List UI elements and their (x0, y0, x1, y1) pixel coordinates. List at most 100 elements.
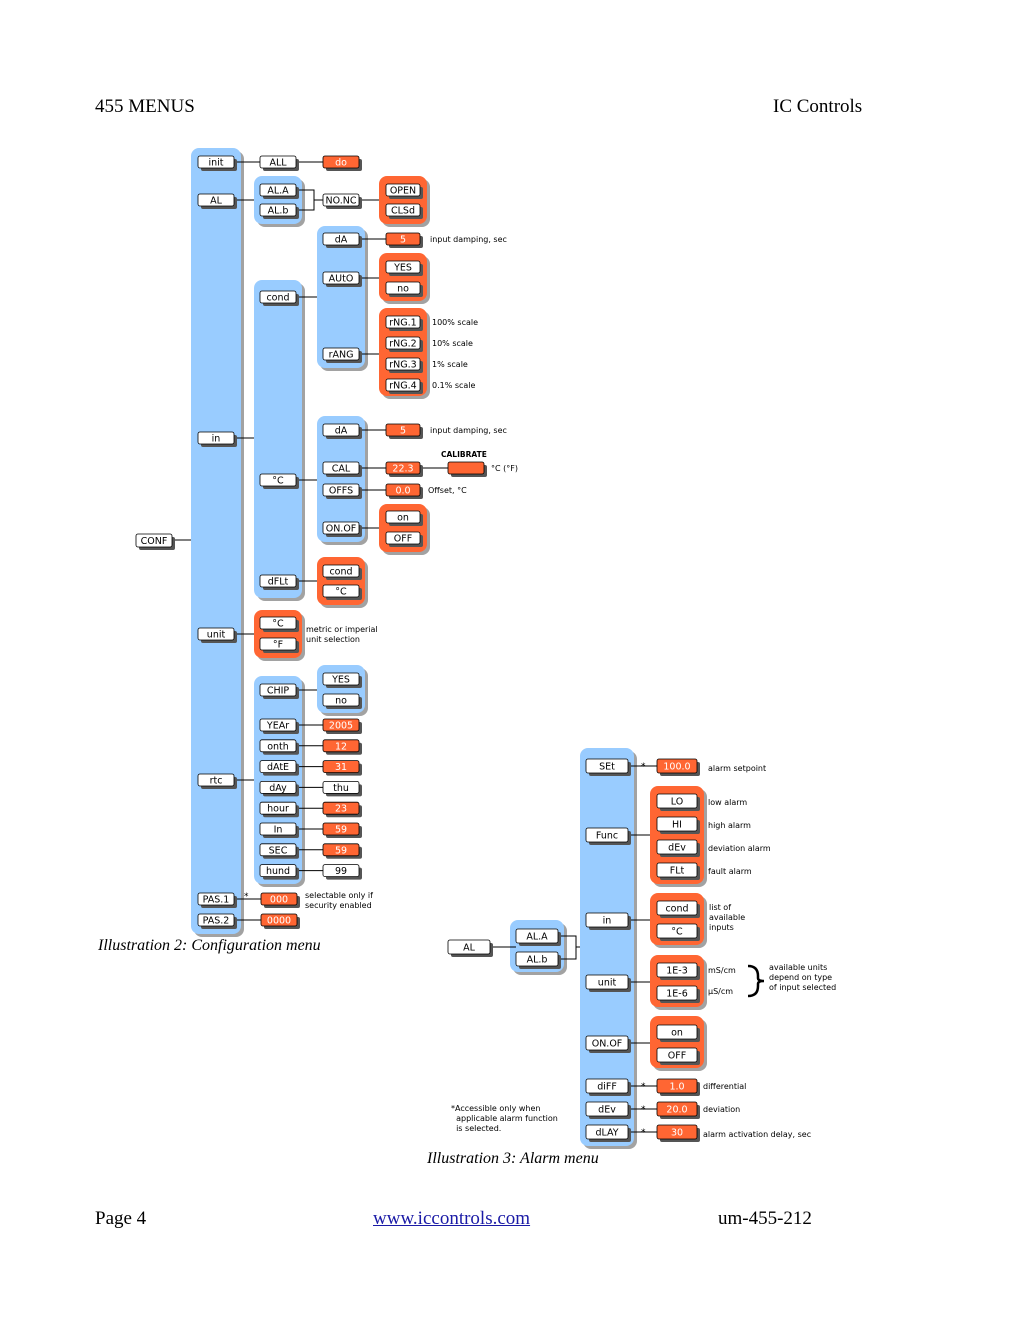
dev-value-label: 20.0 (666, 1105, 687, 1116)
unit-degf[interactable]: °F (259, 637, 299, 653)
rtc-item-5[interactable]: hour (259, 801, 299, 818)
alarm-set[interactable]: SEt (585, 758, 631, 776)
temp-offs[interactable]: OFFS (322, 483, 362, 499)
dflt-degc[interactable]: °C (322, 584, 362, 600)
dlay-value[interactable]: 30 (656, 1124, 700, 1142)
func-note-2: high alarm (708, 821, 751, 830)
range-option-3[interactable]: rNG.3 (385, 357, 423, 373)
temp-damping-value[interactable]: 5 (385, 423, 423, 439)
rtc-item-8[interactable]: hund (259, 864, 299, 880)
rtc-chip[interactable]: CHIP (259, 683, 299, 699)
alarm-a[interactable]: AL.A (515, 928, 561, 946)
range-option-1[interactable]: rNG.1 (385, 315, 423, 331)
footer-website-link[interactable]: www.iccontrols.com (373, 1208, 531, 1229)
func-option-3[interactable]: dEv (656, 839, 700, 857)
alarm-diff[interactable]: diFF (585, 1078, 631, 1096)
func-option-2[interactable]: HI (656, 816, 700, 834)
alarm-unit[interactable]: unit (585, 974, 631, 992)
temp-cal[interactable]: CAL (322, 461, 362, 477)
dev-value[interactable]: 20.0 (656, 1101, 700, 1119)
onof-off[interactable]: OFF (385, 531, 423, 547)
temp-onof[interactable]: ON.OF (322, 521, 362, 537)
open-option[interactable]: OPEN (385, 183, 423, 199)
conf-unit[interactable]: unit (197, 627, 237, 643)
range-note-3: 1% scale (432, 360, 468, 369)
in-cond-option[interactable]: cond (656, 900, 700, 918)
calibrate-box[interactable] (447, 461, 487, 477)
alarm-on[interactable]: on (656, 1024, 700, 1042)
rtc-item-4[interactable]: dAy (259, 781, 299, 797)
rtc-item-1[interactable]: YEAr (259, 718, 299, 734)
alarm-in-label: in (603, 916, 612, 927)
func-option-4[interactable]: FLt (656, 862, 700, 880)
unit-1e3[interactable]: 1E-3 (656, 962, 700, 980)
al-a-label: AL.A (267, 186, 289, 197)
set-value[interactable]: 100.0 (656, 758, 700, 776)
unit-1e6-label: 1E-6 (666, 989, 688, 1000)
rtc-value-1[interactable]: 2005 (322, 718, 362, 734)
auto-yes[interactable]: YES (385, 260, 423, 276)
conf-in[interactable]: in (197, 431, 237, 447)
cond-damping[interactable]: dA (322, 232, 362, 248)
conf-al[interactable]: AL (197, 193, 237, 209)
nonc[interactable]: NO.NC (322, 193, 362, 209)
onof-on[interactable]: on (385, 510, 423, 526)
alarm-dev[interactable]: dEv (585, 1101, 631, 1119)
conf-rtc[interactable]: rtc (197, 773, 237, 789)
func-option-1[interactable]: LO (656, 793, 700, 811)
in-dflt[interactable]: dFLt (259, 574, 299, 590)
rtc-value-5[interactable]: 23 (322, 801, 362, 818)
init-do[interactable]: do (322, 155, 362, 171)
rtc-value-8[interactable]: 99 (322, 864, 362, 880)
in-cond[interactable]: cond (259, 290, 299, 306)
range-option-4[interactable]: rNG.4 (385, 378, 423, 394)
rtc-item-6[interactable]: In (259, 822, 299, 838)
auto-no[interactable]: no (385, 281, 423, 297)
unit-degc[interactable]: °C (259, 616, 299, 632)
cond-damping-value[interactable]: 5 (385, 232, 423, 248)
conf-pas1[interactable]: PAS.1 (197, 892, 237, 908)
cal-value[interactable]: 22.3 (385, 461, 423, 477)
alarm-off[interactable]: OFF (656, 1047, 700, 1065)
alarm-onof[interactable]: ON.OF (585, 1035, 631, 1053)
init-all[interactable]: ALL (259, 155, 299, 171)
chip-yes[interactable]: YES (322, 672, 362, 688)
rtc-value-4[interactable]: thu (322, 781, 362, 797)
unit-1e6[interactable]: 1E-6 (656, 985, 700, 1003)
rtc-value-3[interactable]: 31 (322, 760, 362, 776)
chip-no[interactable]: no (322, 693, 362, 709)
range-option-2[interactable]: rNG.2 (385, 336, 423, 352)
alarm-func[interactable]: Func (585, 827, 631, 845)
rtc-value-2[interactable]: 12 (322, 739, 362, 755)
rtc-item-2[interactable]: onth (259, 739, 299, 755)
offs-value[interactable]: 0.0 (385, 483, 423, 499)
rtc-value-6[interactable]: 59 (322, 822, 362, 838)
alarm-dlay[interactable]: dLAY (585, 1124, 631, 1142)
func-option-1-label: LO (671, 797, 683, 808)
set-asterisk: * (641, 762, 646, 772)
conf-pas2[interactable]: PAS.2 (197, 913, 237, 929)
al-a[interactable]: AL.A (259, 183, 299, 199)
alarm-b[interactable]: AL.b (515, 951, 561, 969)
temp-damping[interactable]: dA (322, 423, 362, 439)
pas2-value[interactable]: 0000 (260, 913, 300, 929)
in-dflt-label: dFLt (268, 577, 289, 588)
conf-init[interactable]: init (197, 155, 237, 171)
conf-root[interactable]: CONF (135, 533, 175, 550)
al-b[interactable]: AL.b (259, 203, 299, 219)
diff-value[interactable]: 1.0 (656, 1078, 700, 1096)
alarm-in[interactable]: in (585, 912, 631, 930)
dflt-cond[interactable]: cond (322, 564, 362, 580)
rtc-value-7[interactable]: 59 (322, 843, 362, 859)
pas1-value[interactable]: 000 (260, 892, 300, 908)
conf-root-label: CONF (141, 536, 168, 547)
rtc-item-3[interactable]: dAtE (259, 760, 299, 776)
onof-on-label: on (397, 513, 409, 524)
cond-rang[interactable]: rANG (322, 347, 362, 363)
in-degc-option[interactable]: °C (656, 923, 700, 941)
in-temperature[interactable]: °C (259, 473, 299, 489)
alarm-root[interactable]: AL (447, 939, 493, 957)
rtc-item-7[interactable]: SEC (259, 843, 299, 859)
cond-auto[interactable]: AUtO (322, 271, 362, 287)
clsd-option[interactable]: CLSd (385, 203, 423, 219)
